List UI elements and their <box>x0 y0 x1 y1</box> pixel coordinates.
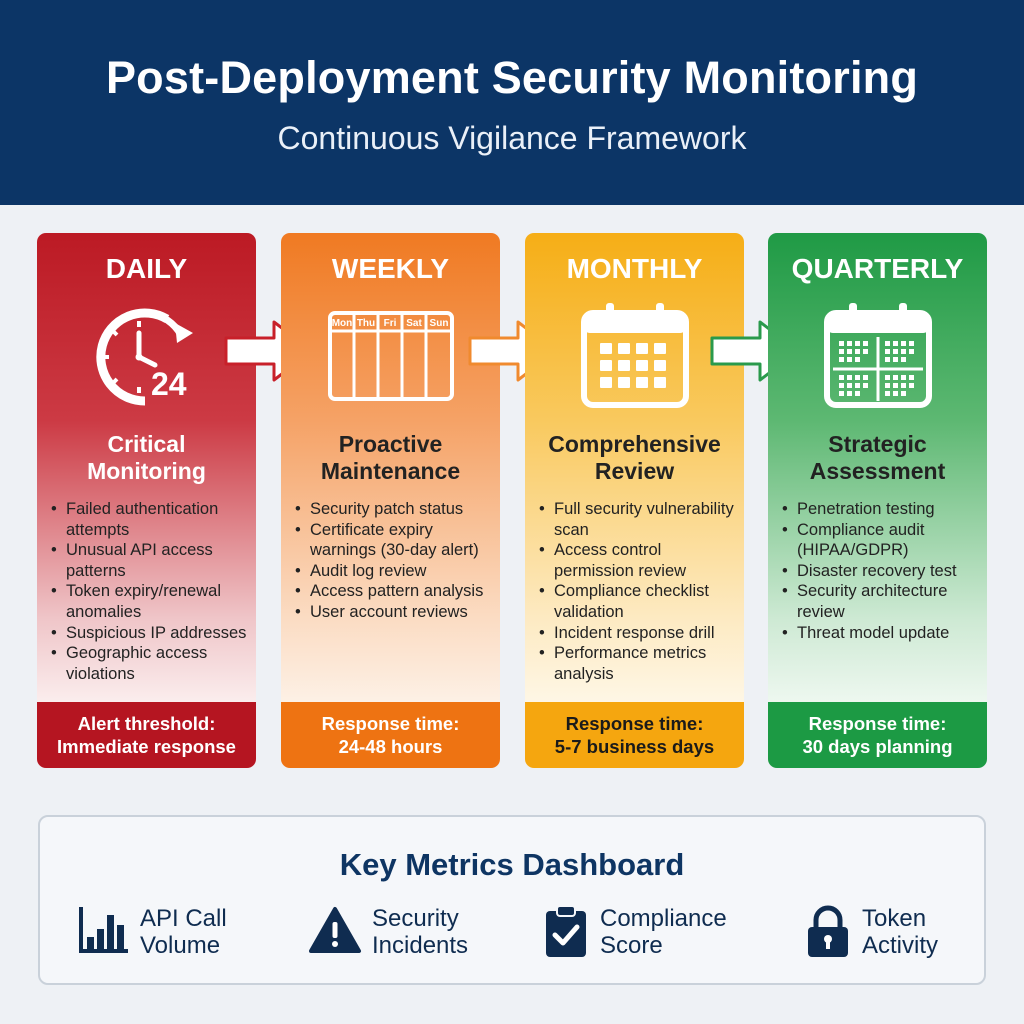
footer-line: Alert threshold: <box>77 713 216 734</box>
card-label: MONTHLY <box>566 253 703 284</box>
clipboard-check-icon <box>546 905 586 957</box>
footer-line: 30 days planning <box>802 736 953 757</box>
heading-line: Maintenance <box>320 458 461 484</box>
footer-line: Response time: <box>808 713 947 734</box>
item-list: Penetration testing Compliance audit (HI… <box>782 499 981 643</box>
list-item: Full security vulnerability scan <box>539 499 738 540</box>
card-heading: Proactive Maintenance <box>281 431 500 485</box>
item-list: Security patch status Certificate expiry… <box>295 499 494 623</box>
heading-line: Assessment <box>809 458 946 484</box>
card-weekly: WEEKLY Mon Thu Fri Sat Sun Proactive Mai… <box>281 233 500 768</box>
warning-icon <box>309 907 361 953</box>
heading-line: Critical <box>107 431 186 457</box>
day-label: Thu <box>356 318 374 329</box>
day-label: Fri <box>383 318 396 329</box>
weekly-calendar-icon: Mon Thu Fri Sat Sun <box>327 311 454 406</box>
heading-line: Strategic <box>828 431 927 457</box>
metric-label: Token Activity <box>862 905 939 959</box>
list-item: Failed authentication attempts <box>51 499 250 540</box>
metric-security-incidents: Security Incidents <box>308 905 508 961</box>
metric-api-call-volume: API Call Volume <box>78 905 278 961</box>
clock-24-icon: 24 <box>89 307 205 412</box>
list-item: Performance metrics analysis <box>539 643 738 684</box>
day-label: Sun <box>429 318 448 329</box>
card-daily: DAILY 24 Critical Monitoring Failed auth… <box>37 233 256 768</box>
card-heading: Strategic Assessment <box>768 431 987 485</box>
list-item: Incident response drill <box>539 623 738 644</box>
list-item: Audit log review <box>295 561 494 582</box>
item-list: Full security vulnerability scan Access … <box>539 499 738 684</box>
metric-label: Compliance Score <box>600 905 727 959</box>
card-footer: Response time: 30 days planning <box>768 702 987 768</box>
header-banner: Post-Deployment Security Monitoring Cont… <box>0 0 1024 205</box>
card-heading: Comprehensive Review <box>525 431 744 485</box>
card-footer: Alert threshold: Immediate response <box>37 702 256 768</box>
heading-line: Review <box>594 458 675 484</box>
card-heading: Critical Monitoring <box>37 431 256 485</box>
list-item: Access pattern analysis <box>295 581 494 602</box>
metrics-title: Key Metrics Dashboard <box>339 847 685 882</box>
list-item: Access control permission review <box>539 540 738 581</box>
card-footer: Response time: 24-48 hours <box>281 702 500 768</box>
metric-label: API Call Volume <box>140 905 227 959</box>
metric-compliance-score: Compliance Score <box>544 905 764 961</box>
footer-line: Response time: <box>321 713 460 734</box>
monthly-calendar-icon <box>580 299 690 414</box>
footer-line: Immediate response <box>57 736 236 757</box>
list-item: Penetration testing <box>782 499 981 520</box>
list-item: Threat model update <box>782 623 981 644</box>
footer-line: 5-7 business days <box>554 736 715 757</box>
list-item: Compliance audit (HIPAA/GDPR) <box>782 520 981 561</box>
metrics-dashboard: Key Metrics Dashboard API Call Volume Se… <box>38 815 986 985</box>
card-label: DAILY <box>105 253 188 284</box>
list-item: Security architecture review <box>782 581 981 622</box>
list-item: Security patch status <box>295 499 494 520</box>
card-label: WEEKLY <box>331 253 450 284</box>
clock-24-text: 24 <box>151 366 187 402</box>
list-item: Unusual API access patterns <box>51 540 250 581</box>
day-label: Mon <box>331 318 352 329</box>
list-item: User account reviews <box>295 602 494 623</box>
footer-line: 24-48 hours <box>338 736 443 757</box>
list-item: Suspicious IP addresses <box>51 623 250 644</box>
list-item: Geographic access violations <box>51 643 250 684</box>
card-label: QUARTERLY <box>791 253 964 284</box>
card-monthly: MONTHLY Comprehensive Review Full securi… <box>525 233 744 768</box>
bar-chart-icon <box>79 907 128 953</box>
metric-token-activity: Token Activity <box>806 905 976 961</box>
list-item: Token expiry/renewal anomalies <box>51 581 250 622</box>
quarterly-calendar-icon <box>823 299 933 414</box>
list-item: Disaster recovery test <box>782 561 981 582</box>
footer-line: Response time: <box>565 713 704 734</box>
heading-line: Monitoring <box>87 458 206 484</box>
page-subtitle: Continuous Vigilance Framework <box>277 120 747 156</box>
card-footer: Response time: 5-7 business days <box>525 702 744 768</box>
item-list: Failed authentication attempts Unusual A… <box>51 499 250 684</box>
page-title: Post-Deployment Security Monitoring <box>105 52 919 103</box>
heading-line: Proactive <box>338 431 443 457</box>
card-quarterly: QUARTERLY Str <box>768 233 987 768</box>
heading-line: Comprehensive <box>548 431 721 457</box>
list-item: Certificate expiry warnings (30-day aler… <box>295 520 494 561</box>
lock-icon <box>808 905 848 957</box>
metric-label: Security Incidents <box>372 905 469 959</box>
list-item: Compliance checklist validation <box>539 581 738 622</box>
day-label: Sat <box>406 318 422 329</box>
